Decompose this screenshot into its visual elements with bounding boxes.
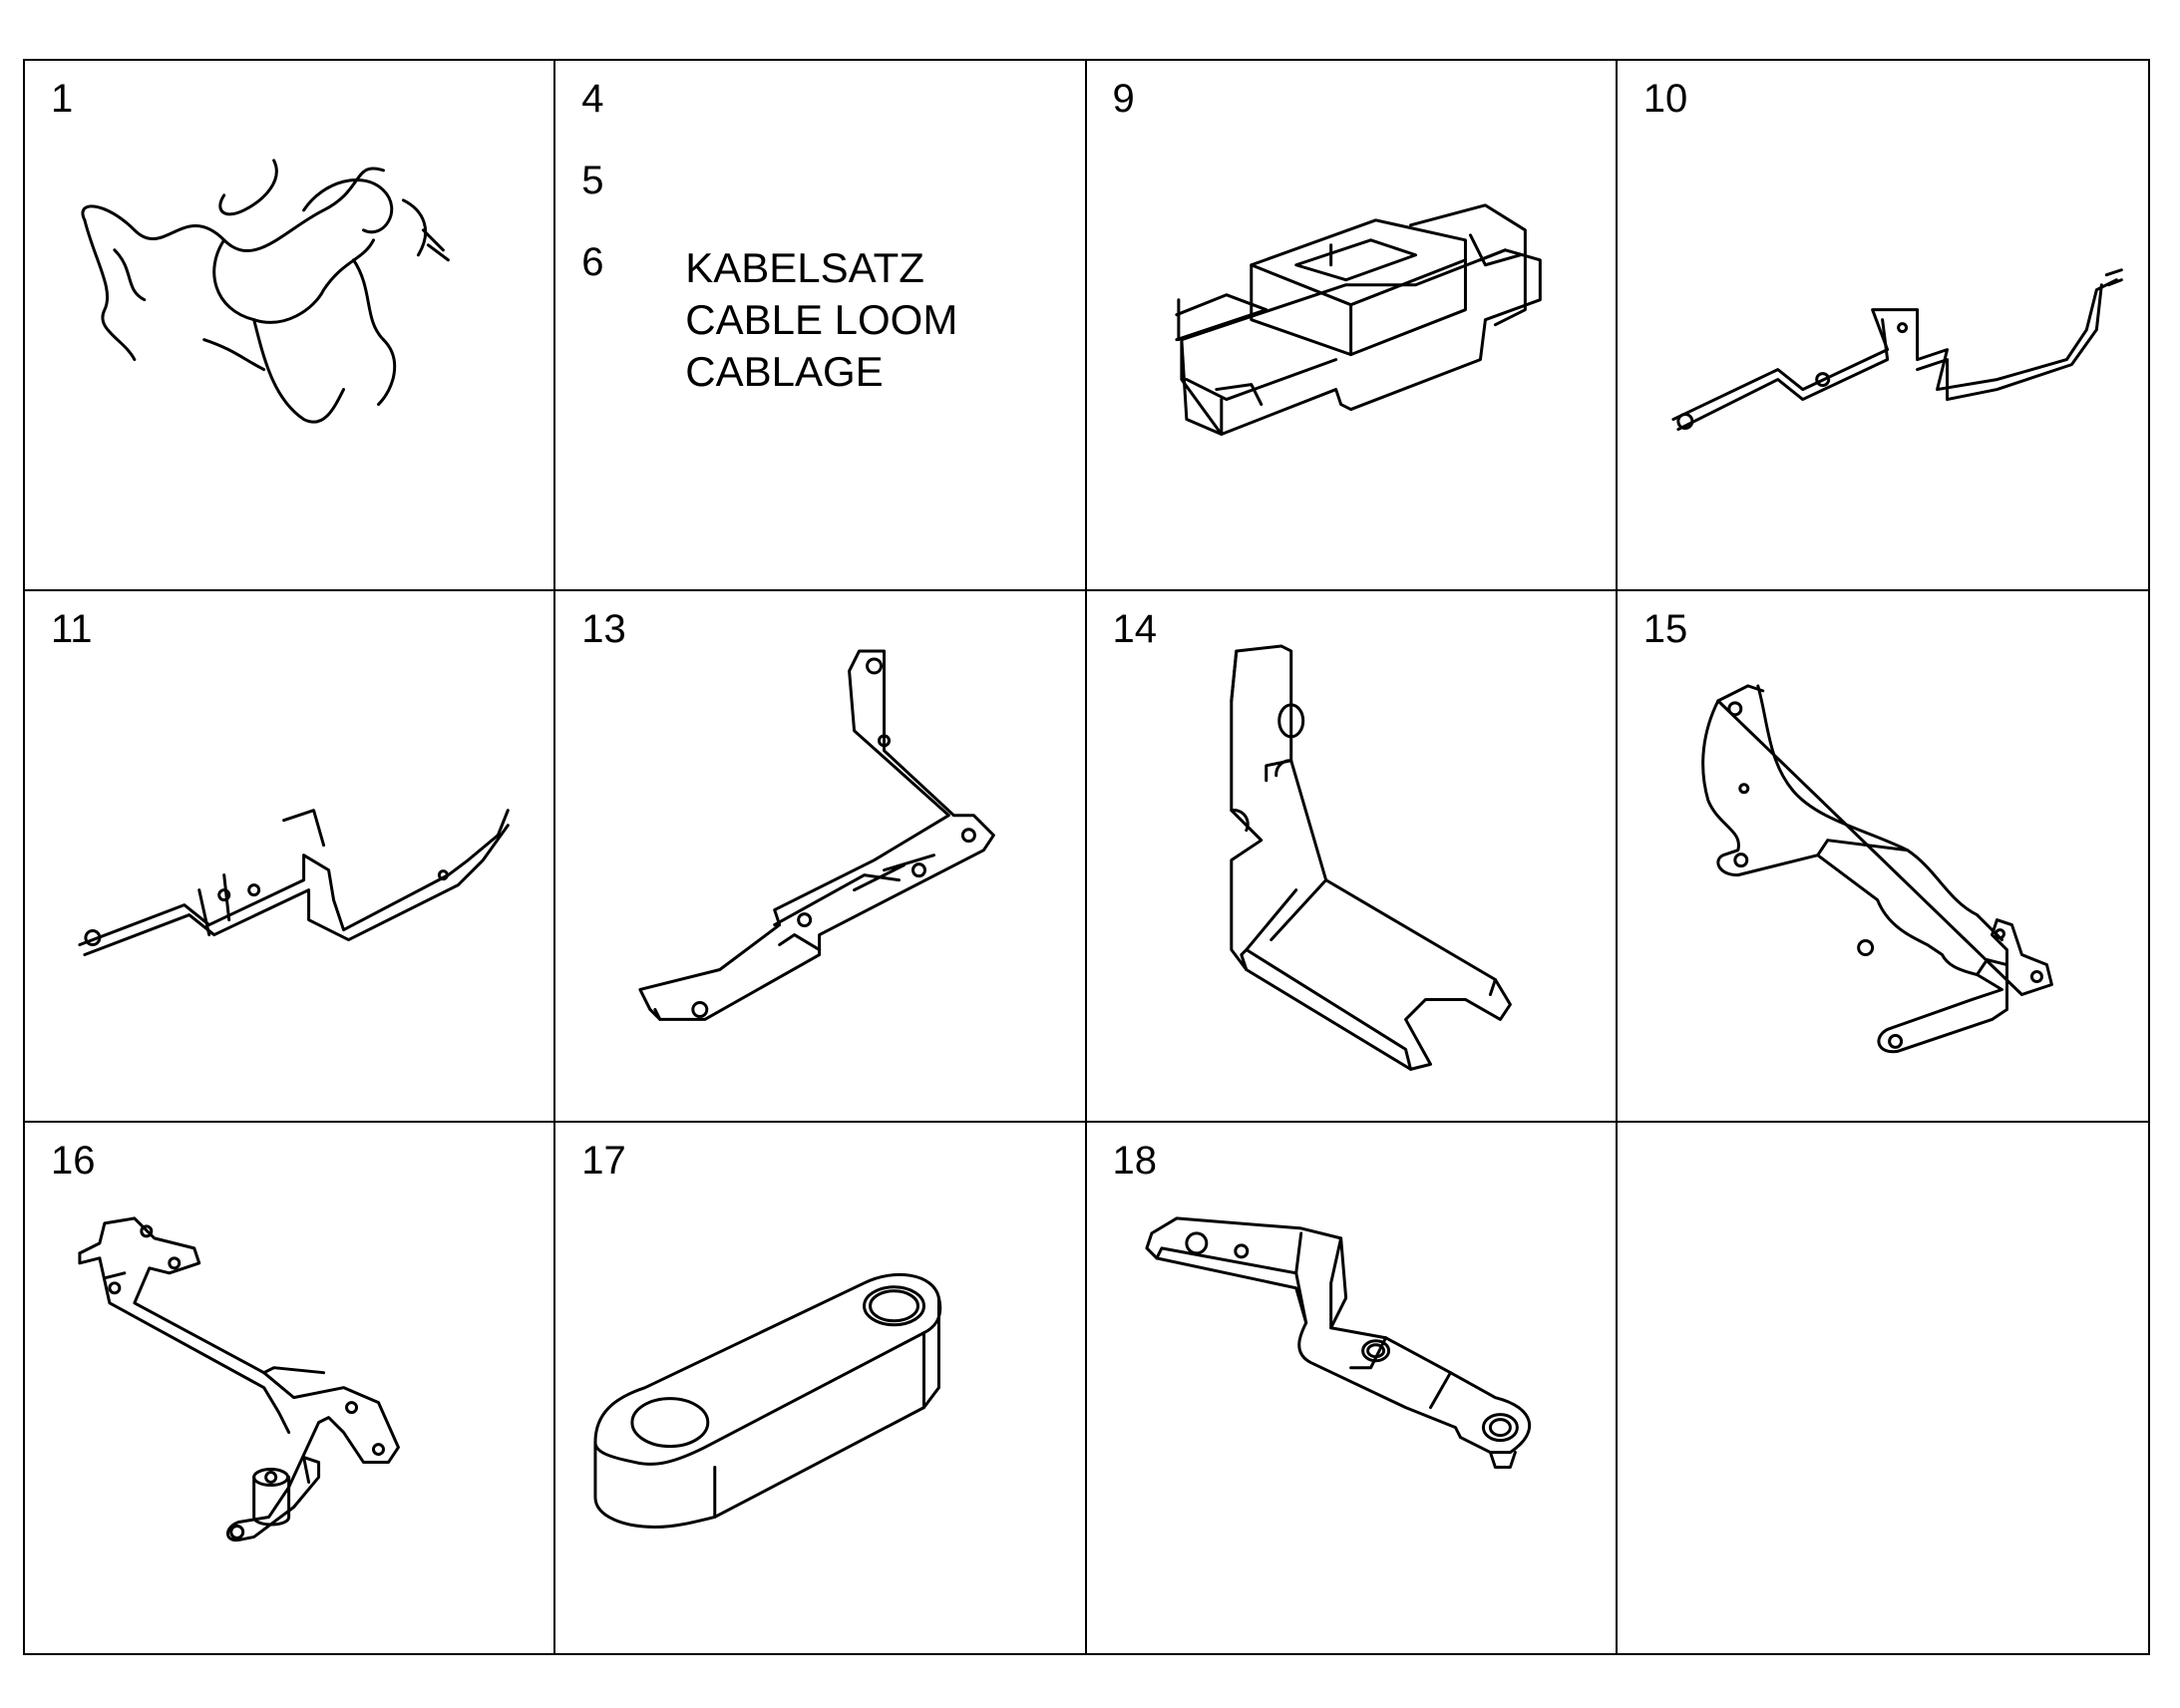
part-cell-1: 1 [25,61,556,592]
item-number: 15 [1642,607,1688,652]
item-number: 10 [1642,77,1688,121]
angle-bracket-drawing [1229,644,1512,1072]
part-cell-13: 13 [555,591,1087,1123]
label-german: KABELSATZ [685,244,924,291]
curved-bracket-drawing [1700,684,2053,1054]
item-number: 14 [1112,607,1158,652]
part-cell-18: 18 [1087,1122,1618,1653]
spacer-plate-drawing [593,1272,942,1529]
item-number: 5 [581,159,604,202]
item-number: 6 [581,240,604,284]
bracket-with-post-drawing [78,1216,400,1541]
long-bracket-drawing [78,809,510,957]
label-english: CABLE LOOM [685,296,958,343]
empty-cell [1618,1123,2148,1653]
offset-lever-drawing [1144,1216,1531,1469]
part-cell-11: 11 [25,591,556,1123]
part-cell-9: 9 [1086,61,1618,592]
part-description: KABELSATZ CABLE LOOM CABLAGE [685,242,957,398]
label-french: CABLAGE [685,348,884,395]
cable-harness-drawing [81,159,450,424]
label-cell-4-5-6: 4 5 6 KABELSATZ CABLE LOOM CABLAGE [555,61,1087,592]
long-bracket-drawing [1671,268,2123,432]
item-number: 13 [581,607,626,652]
part-cell-16: 16 [25,1122,556,1653]
item-number: 1 [51,77,74,121]
bent-bracket-drawing [638,649,996,1022]
item-number: 18 [1112,1138,1158,1183]
item-number: 4 [581,77,604,121]
holder-block-drawing [1174,203,1542,437]
item-number: 16 [51,1138,96,1183]
part-cell-14: 14 [1086,591,1618,1123]
item-number-list: 4 5 6 [581,79,603,324]
part-cell-10: 10 [1617,61,2148,592]
item-number: 9 [1112,77,1135,121]
parts-sheet: 1 4 5 6 KABELSATZ CABLE LOOM CABLAGE [23,59,2150,1655]
item-number: 17 [581,1138,626,1183]
part-cell-15: 15 [1617,591,2148,1123]
part-cell-17: 17 [555,1122,1087,1653]
item-number: 11 [51,607,93,652]
